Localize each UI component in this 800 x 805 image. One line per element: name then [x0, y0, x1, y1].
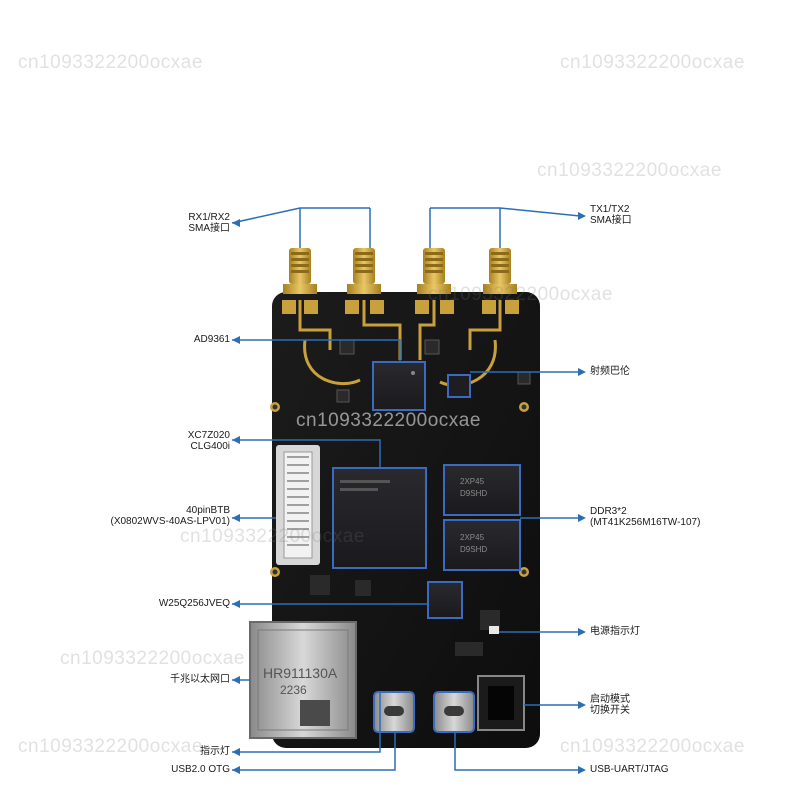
label-power-led: 电源指示灯: [590, 626, 690, 637]
watermark: cn1093322200ocxae: [18, 52, 203, 73]
label-line: AD9361: [193, 334, 230, 345]
label-line: (X0802WVS-40AS-LPV01): [110, 516, 230, 527]
label-line: USB2.0 OTG: [171, 764, 230, 775]
label-line: USB-UART/JTAG: [590, 764, 669, 775]
smd-component: [310, 575, 330, 595]
watermark: cn1093322200ocxae: [560, 52, 745, 73]
rf-component: [339, 339, 355, 355]
sma-connector: [417, 248, 451, 294]
watermark: cn1093322200ocxae: [537, 160, 722, 181]
label-tx-sma: TX1/TX2 SMA接口: [590, 204, 690, 226]
label-boot-switch: 启动模式 切换开关: [590, 694, 690, 716]
ethernet-jack-marking: 2236: [280, 683, 307, 697]
rf-component: [424, 339, 440, 355]
balun-component: [447, 374, 471, 398]
label-ethernet: 千兆以太网口: [130, 674, 230, 685]
rf-component: [517, 371, 531, 385]
label-rf-balun: 射频巴伦: [590, 366, 690, 377]
ddr-chips: [443, 464, 521, 571]
sma-connector: [283, 248, 317, 294]
label-status-led: 指示灯: [150, 746, 230, 757]
label-flash: W25Q256JVEQ: [110, 598, 230, 609]
flash-chip: [427, 581, 463, 619]
label-line: 40pinBTB: [186, 505, 230, 516]
label-line: CLG400i: [190, 441, 230, 452]
watermark: cn1093322200ocxae: [428, 284, 613, 305]
ddr-chip-marking: D9SHD: [460, 489, 487, 498]
label-line: XC7Z020: [187, 430, 230, 441]
label-line: TX1/TX2: [590, 204, 630, 215]
watermark: cn1093322200ocxae: [296, 410, 481, 431]
smd-component: [455, 642, 483, 656]
label-line: 启动模式: [590, 694, 630, 705]
label-ddr: DDR3*2 (MT41K256M16TW-107): [590, 506, 750, 528]
watermark: cn1093322200ocxae: [18, 736, 203, 757]
ddr-chip: [443, 464, 521, 516]
label-line: DDR3*2: [590, 506, 627, 517]
label-line: W25Q256JVEQ: [158, 598, 230, 609]
label-line: 千兆以太网口: [170, 674, 230, 685]
soc-chip: [332, 467, 427, 569]
label-rx-sma: RX1/RX2 SMA接口: [150, 212, 230, 234]
ad9361-chip: [372, 361, 426, 411]
label-ad9361: AD9361: [150, 334, 230, 345]
label-line: 切换开关: [590, 705, 630, 716]
ddr-chip-marking: 2XP45: [460, 477, 485, 486]
mounting-holes: [270, 402, 529, 577]
soc-marking: [340, 488, 378, 491]
rf-pads: [282, 300, 519, 314]
label-line: RX1/RX2: [188, 212, 230, 223]
ethernet-jack-marking: HR911130A: [263, 665, 338, 681]
watermark: cn1093322200ocxae: [60, 648, 245, 669]
label-usb-uart: USB-UART/JTAG: [590, 764, 710, 775]
smd-component: [480, 610, 500, 630]
leader-lines: [231, 207, 581, 771]
leader-arrows: [232, 212, 586, 774]
watermark: cn1093322200ocxae: [180, 526, 365, 547]
rf-component: [336, 389, 350, 403]
ddr-chip-marking: 2XP45: [460, 533, 485, 542]
boot-switch: [477, 675, 525, 731]
btb-connector: [276, 445, 320, 565]
sma-connector: [483, 248, 517, 294]
watermark: cn1093322200ocxae: [560, 736, 745, 757]
label-soc: XC7Z020 CLG400i: [150, 430, 230, 452]
ethernet-jack: [249, 621, 357, 739]
ddr-chip: [443, 519, 521, 571]
ddr-chip-marking: D9SHD: [460, 545, 487, 554]
sma-connector: [347, 248, 381, 294]
label-line: (MT41K256M16TW-107): [590, 517, 701, 528]
power-led: [489, 626, 499, 634]
label-line: SMA接口: [188, 223, 230, 234]
label-usb-otg: USB2.0 OTG: [130, 764, 230, 775]
label-line: SMA接口: [590, 215, 632, 226]
label-line: 指示灯: [200, 746, 230, 757]
label-btb: 40pinBTB (X0802WVS-40AS-LPV01): [80, 505, 230, 527]
sma-connectors: [283, 248, 517, 294]
smd-component: [355, 580, 371, 596]
label-line: 电源指示灯: [590, 626, 640, 637]
label-line: 射频巴伦: [590, 366, 630, 377]
usb-ports: [373, 691, 475, 733]
soc-marking: [340, 480, 390, 483]
